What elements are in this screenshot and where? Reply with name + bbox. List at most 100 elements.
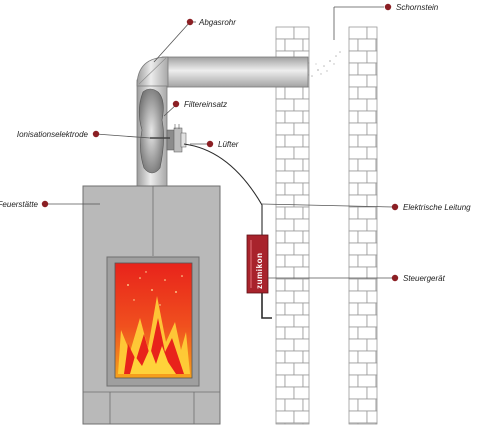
label-abgasrohr: Abgasrohr [198, 18, 236, 27]
brick [275, 146, 295, 160]
label-dot-filtereinsatz [172, 100, 180, 108]
brick [284, 230, 304, 244]
brick [348, 158, 359, 172]
brick [348, 302, 359, 316]
brick [348, 374, 359, 388]
flames [118, 271, 190, 374]
brick [375, 38, 378, 52]
brick [348, 290, 368, 304]
brick [302, 302, 310, 316]
brick [302, 326, 310, 340]
brick [357, 254, 377, 268]
brick [366, 146, 378, 160]
brick [348, 122, 368, 136]
label-dot-schornstein [384, 3, 392, 11]
brick [293, 410, 310, 424]
brick [357, 230, 377, 244]
brick [275, 158, 286, 172]
brick [366, 50, 378, 64]
brick [302, 86, 310, 100]
brick [293, 170, 310, 184]
brick [357, 302, 377, 316]
brick [357, 206, 377, 220]
brick [357, 278, 377, 292]
label-elektrische-leitung: Elektrische Leitung [403, 203, 471, 212]
label-filtereinsatz: Filtereinsatz [184, 100, 227, 109]
brick [302, 230, 310, 244]
brick [275, 218, 295, 232]
brick [275, 194, 295, 208]
brick [366, 218, 378, 232]
brick [375, 422, 378, 425]
brick [284, 158, 304, 172]
brick [275, 110, 286, 124]
label-luefter: Lüfter [218, 140, 239, 149]
brick [284, 206, 304, 220]
brick [357, 38, 377, 52]
brick [293, 98, 310, 112]
brick [348, 326, 359, 340]
brick [348, 98, 368, 112]
brick [284, 326, 304, 340]
label-feuerstaette: Feuerstätte [0, 200, 39, 209]
brick [366, 74, 378, 88]
brick [302, 398, 310, 412]
brick [366, 386, 378, 400]
brick [375, 326, 378, 340]
brick [357, 62, 377, 76]
brick [348, 362, 368, 376]
label-dot-abgasrohr [186, 18, 194, 26]
brick [284, 86, 304, 100]
brick [348, 386, 368, 400]
brick [302, 374, 310, 388]
brick [375, 350, 378, 364]
brick [275, 398, 286, 412]
brick [348, 134, 359, 148]
brick [348, 206, 359, 220]
brick [302, 206, 310, 220]
brick [348, 254, 359, 268]
brick [275, 374, 286, 388]
brick [284, 350, 304, 364]
brick [275, 422, 286, 425]
brick [357, 158, 377, 172]
brick [293, 218, 310, 232]
brick [375, 230, 378, 244]
brick [348, 266, 368, 280]
control-unit-brand: zumikon [255, 252, 264, 289]
brick [348, 38, 359, 52]
brick [348, 338, 368, 352]
brick [275, 26, 295, 40]
brick [366, 194, 378, 208]
brick [366, 26, 378, 40]
brick [375, 62, 378, 76]
brick [366, 98, 378, 112]
brick [348, 422, 359, 425]
brick [275, 410, 295, 424]
brick [348, 50, 368, 64]
brick [275, 134, 286, 148]
brick [275, 38, 286, 52]
brick [348, 182, 359, 196]
brick [375, 182, 378, 196]
brick [366, 170, 378, 184]
brick [357, 86, 377, 100]
brick [348, 398, 359, 412]
brick [293, 362, 310, 376]
brick [357, 350, 377, 364]
brick [357, 422, 377, 425]
label-dot-ionisationselektrode [92, 130, 100, 138]
brick [348, 218, 368, 232]
label-steuergeraet: Steuergerät [403, 274, 446, 283]
filter-insert [138, 88, 164, 174]
label-ionisationselektrode: Ionisationselektrode [17, 130, 89, 139]
brick [348, 170, 368, 184]
brick [302, 110, 310, 124]
brick [293, 290, 310, 304]
brick [293, 122, 310, 136]
brick [375, 398, 378, 412]
electrical-cable [183, 143, 263, 240]
brick [275, 98, 295, 112]
brick [357, 374, 377, 388]
brick [348, 230, 359, 244]
